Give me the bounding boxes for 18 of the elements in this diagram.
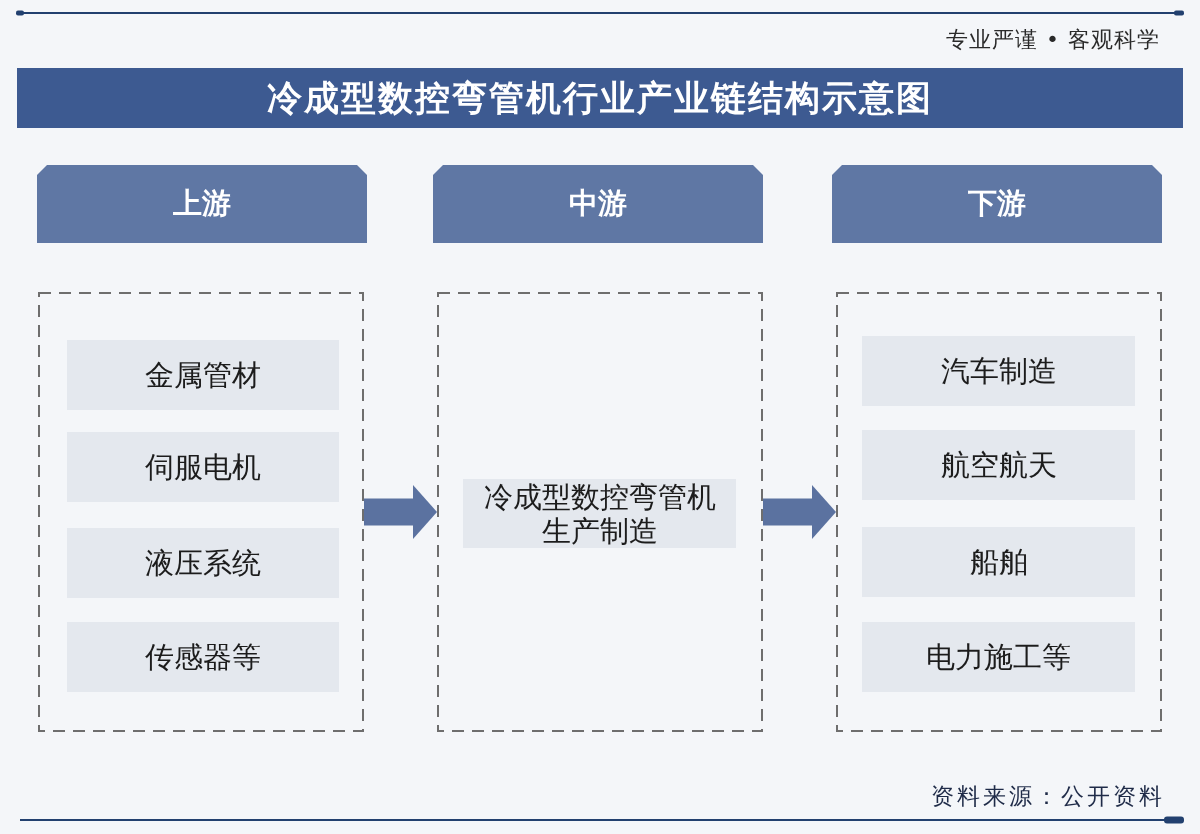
- source-note: 资料来源：公开资料: [931, 782, 1165, 811]
- item-box: 伺服电机: [67, 432, 339, 502]
- header-band: 中游: [433, 165, 763, 243]
- dashed-frame: [437, 292, 763, 732]
- item-box: 航空航天: [862, 430, 1135, 500]
- dashed-frame: [836, 292, 1162, 732]
- item-box: 船舶: [862, 527, 1135, 597]
- item-box: 汽车制造: [862, 336, 1135, 406]
- item-box: 冷成型数控弯管机生产制造: [463, 479, 736, 548]
- item-box: 金属管材: [67, 340, 339, 410]
- dashed-frame: [38, 292, 364, 732]
- item-box: 传感器等: [67, 622, 339, 692]
- header-band: 下游: [832, 165, 1162, 243]
- item-box: 电力施工等: [862, 622, 1135, 692]
- title-banner: 冷成型数控弯管机行业产业链结构示意图: [17, 68, 1183, 128]
- item-box: 液压系统: [67, 528, 339, 598]
- slogan-text: 专业严谨 • 客观科学: [946, 26, 1160, 54]
- header-band: 上游: [37, 165, 367, 243]
